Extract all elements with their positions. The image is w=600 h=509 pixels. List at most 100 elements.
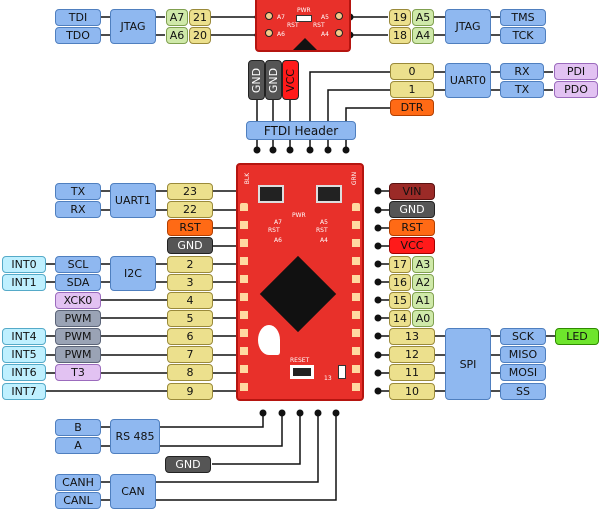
pin-17-label: 17 xyxy=(389,256,411,273)
rs485-b-label: B xyxy=(55,419,101,436)
pin-18-label: 18 xyxy=(389,27,411,44)
main-board: BLK GRN PWR RST RST A7 A6 A5 A4 RESET 13 xyxy=(236,163,364,401)
pin-13-label: 13 xyxy=(389,328,435,345)
pin-20-label: 20 xyxy=(189,27,211,44)
pdo-label: PDO xyxy=(554,81,598,98)
pin-4-label: 4 xyxy=(167,292,213,309)
pin-column-right xyxy=(352,203,360,399)
vin-label: VIN xyxy=(389,183,435,200)
rst-left-label: RST xyxy=(167,219,213,236)
ftdi-gnd-2-label: GND xyxy=(265,60,282,100)
mosi-label: MOSI xyxy=(500,364,546,381)
pin-8-label: 8 xyxy=(167,364,213,381)
canh-label: CANH xyxy=(55,474,101,491)
board-main-a6: A6 xyxy=(274,237,282,244)
sparkfun-logo-icon xyxy=(258,325,280,355)
pwm-7-label: PWM xyxy=(55,346,101,363)
board-main-a4: A4 xyxy=(320,237,328,244)
board-label-rst-right: RST xyxy=(313,22,325,29)
chip-left xyxy=(258,185,284,203)
pin-23-label: 23 xyxy=(167,183,213,200)
board-label-a6: A6 xyxy=(277,31,285,38)
chip-right xyxy=(316,185,342,203)
pin-12-label: 12 xyxy=(389,346,435,363)
a5-label: A5 xyxy=(412,9,434,26)
board-main-a5: A5 xyxy=(320,219,328,226)
tx0-label: TX xyxy=(500,81,544,98)
pin-21-label: 21 xyxy=(189,9,211,26)
a7-label: A7 xyxy=(166,9,188,26)
a2-label: A2 xyxy=(412,274,434,291)
ftdi-header-label: FTDI Header xyxy=(246,121,356,140)
int6-label: INT6 xyxy=(2,364,46,381)
board-label-pwr: PWR xyxy=(297,7,311,14)
board-label-a5: A5 xyxy=(321,14,329,21)
pin-22-label: 22 xyxy=(167,201,213,218)
ss-label: SS xyxy=(500,383,546,400)
rx1-label: RX xyxy=(55,201,101,218)
board-label-13: 13 xyxy=(324,375,332,382)
pin-7-label: 7 xyxy=(167,346,213,363)
tdi-label: TDI xyxy=(55,9,101,26)
pad xyxy=(265,12,273,20)
uart0-label: UART0 xyxy=(445,63,491,98)
led-chip xyxy=(296,15,312,22)
scl-label: SCL xyxy=(55,256,101,273)
a3-label: A3 xyxy=(412,256,434,273)
pin-0-label: 0 xyxy=(390,63,434,80)
vcc-right-label: VCC xyxy=(389,237,435,254)
gnd-bottom-label: GND xyxy=(165,456,211,473)
pin-3-label: 3 xyxy=(167,274,213,291)
board-main-rst-right: RST xyxy=(316,227,328,234)
int7-label: INT7 xyxy=(2,383,46,400)
pin-19-label: 19 xyxy=(389,9,411,26)
board-main-rst-left: RST xyxy=(268,227,280,234)
t3-label: T3 xyxy=(55,364,101,381)
gnd-left-label: GND xyxy=(167,237,213,254)
a0-label: A0 xyxy=(412,310,434,327)
jtag-left-label: JTAG xyxy=(110,9,156,44)
pin-6-label: 6 xyxy=(167,328,213,345)
board-main-pwr: PWR xyxy=(292,212,306,219)
sck-label: SCK xyxy=(500,328,546,345)
a6-label: A6 xyxy=(166,27,188,44)
pin-column-left xyxy=(240,203,248,399)
pdi-label: PDI xyxy=(554,63,598,80)
pin-15-label: 15 xyxy=(389,292,411,309)
miso-label: MISO xyxy=(500,346,546,363)
int1-label: INT1 xyxy=(2,274,46,291)
board-main-a7: A7 xyxy=(274,219,282,226)
reset-button xyxy=(290,365,314,379)
pin-5-label: 5 xyxy=(167,310,213,327)
top-dark-triangle xyxy=(293,38,317,50)
board-label-reset: RESET xyxy=(290,357,310,364)
jtag-right-label: JTAG xyxy=(445,9,491,44)
pwm-5-label: PWM xyxy=(55,310,101,327)
pin-1-label: 1 xyxy=(390,81,434,98)
xck0-label: XCK0 xyxy=(55,292,101,309)
dtr-label: DTR xyxy=(390,99,434,116)
led-13 xyxy=(338,365,346,379)
pad xyxy=(335,12,343,20)
uart1-label: UART1 xyxy=(110,183,156,218)
pin-14-label: 14 xyxy=(389,310,411,327)
board-label-grn: GRN xyxy=(351,171,359,186)
tdo-label: TDO xyxy=(55,27,101,44)
tms-label: TMS xyxy=(500,9,546,26)
board-label-blk: BLK xyxy=(244,172,252,185)
rs485-a-label: A xyxy=(55,437,101,454)
board-label-a7: A7 xyxy=(277,14,285,21)
pin-9-label: 9 xyxy=(167,383,213,400)
pad xyxy=(335,29,343,37)
pin-2-label: 2 xyxy=(167,256,213,273)
board-label-rst-left: RST xyxy=(287,22,299,29)
gnd-right-label: GND xyxy=(389,201,435,218)
board-top-detail: PWR RST RST A7 A6 A5 A4 xyxy=(255,0,351,52)
rs485-label: RS 485 xyxy=(110,419,160,454)
int5-label: INT5 xyxy=(2,346,46,363)
pad xyxy=(265,29,273,37)
canl-label: CANL xyxy=(55,492,101,509)
ftdi-vcc-label: VCC xyxy=(282,60,299,100)
led-label: LED xyxy=(555,328,599,345)
